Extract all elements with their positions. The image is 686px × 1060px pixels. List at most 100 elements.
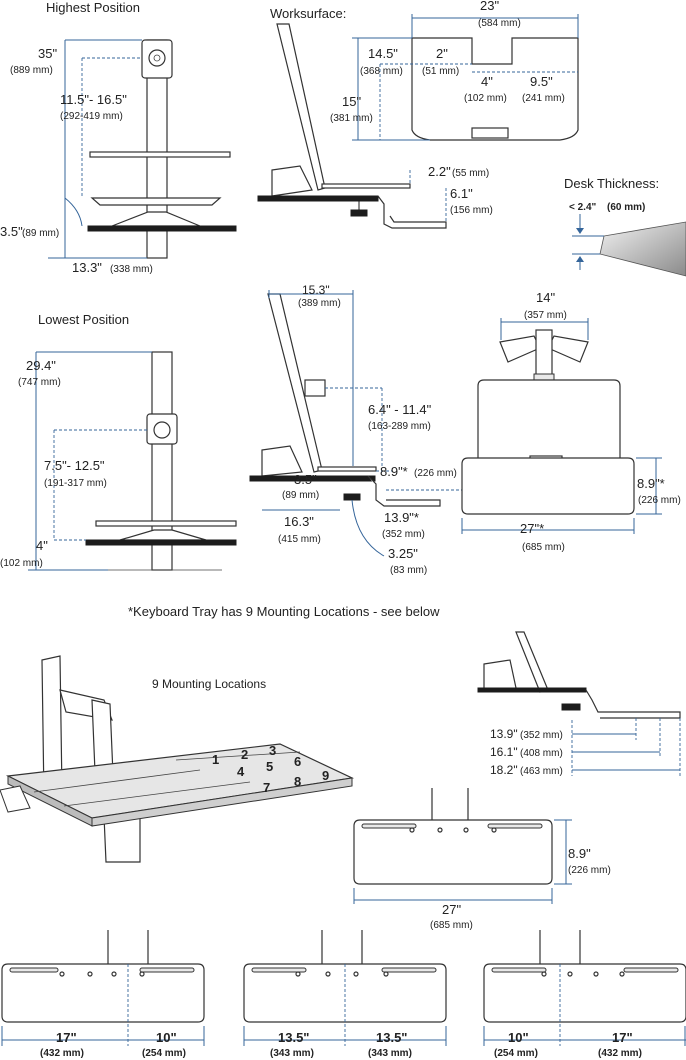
desk-top bbox=[85, 539, 237, 546]
side-tray-label: 13.9"* bbox=[384, 510, 419, 525]
svg-text:(338 mm): (338 mm) bbox=[110, 264, 153, 275]
svg-text:(685 mm): (685 mm) bbox=[522, 542, 565, 553]
svg-text:(352 mm): (352 mm) bbox=[382, 529, 425, 540]
desk-side bbox=[257, 195, 379, 202]
svg-text:(89 mm): (89 mm) bbox=[282, 490, 319, 501]
svg-text:(156 mm): (156 mm) bbox=[450, 205, 493, 216]
svg-text:(389 mm): (389 mm) bbox=[298, 298, 341, 309]
desk-side bbox=[477, 687, 587, 693]
split1-left-label: 17" bbox=[56, 1030, 77, 1045]
worksurface-side bbox=[321, 183, 411, 189]
keyboard-note: *Keyboard Tray has 9 Mounting Locations … bbox=[128, 604, 440, 619]
svg-text:(254 mm): (254 mm) bbox=[494, 1048, 538, 1059]
highest-base-label: 3.5" bbox=[0, 224, 23, 239]
svg-text:(241 mm): (241 mm) bbox=[522, 93, 565, 104]
location-7: 7 bbox=[263, 780, 270, 795]
svg-text:(226 mm): (226 mm) bbox=[568, 865, 611, 876]
monitor-mount-side bbox=[304, 379, 326, 397]
monitor-arm-right bbox=[547, 335, 589, 363]
svg-text:(463 mm): (463 mm) bbox=[520, 766, 563, 777]
split3-left-label: 10" bbox=[508, 1030, 529, 1045]
monitor-side bbox=[515, 631, 549, 693]
svg-text:(432 mm): (432 mm) bbox=[40, 1048, 84, 1059]
svg-text:(163-289 mm): (163-289 mm) bbox=[368, 421, 431, 432]
ws-depth-label: 14.5" bbox=[368, 46, 398, 61]
worksurface-outline bbox=[411, 37, 579, 141]
location-2: 2 bbox=[241, 747, 248, 762]
svg-text:(60 mm): (60 mm) bbox=[607, 202, 645, 213]
monitor-side bbox=[276, 23, 326, 191]
split1-right-label: 10" bbox=[156, 1030, 177, 1045]
side-depth-label: 15.3" bbox=[302, 283, 330, 297]
desk-slab bbox=[599, 221, 686, 277]
drop-label: 6.1" bbox=[450, 186, 473, 201]
svg-text:(343 mm): (343 mm) bbox=[368, 1048, 412, 1059]
base-side bbox=[483, 659, 517, 691]
keyboard-tray bbox=[90, 197, 222, 206]
ws-notch-label: 4" bbox=[481, 74, 493, 89]
front-worksurface bbox=[477, 379, 621, 463]
tray-bracket bbox=[585, 689, 681, 719]
svg-text:(584 mm): (584 mm) bbox=[478, 18, 521, 29]
front-view: 14" (357 mm) 8.9"* (226 mm) 27"* (685 mm… bbox=[461, 290, 681, 553]
lowest-position-view: Lowest Position 29.4" (747 mm) 7.5"- 12.… bbox=[0, 312, 237, 571]
location-3: 3 bbox=[269, 743, 276, 758]
worksurface-top-view: 23" (584 mm) 14.5" (368 mm) 2" (51 mm) 1… bbox=[330, 0, 579, 141]
tray-depth-3-label: 18.2" bbox=[490, 763, 518, 777]
tray-top-width-label: 27" bbox=[442, 902, 461, 917]
location-1: 1 bbox=[212, 752, 219, 767]
svg-text:(102 mm): (102 mm) bbox=[464, 93, 507, 104]
mount-knob bbox=[153, 421, 171, 439]
worksurface-side bbox=[317, 466, 377, 472]
front-tray-height-label: 8.9"* bbox=[637, 476, 665, 491]
lowest-base-label: 4" bbox=[36, 538, 48, 553]
ws-side-label: 9.5" bbox=[530, 74, 553, 89]
svg-text:(357 mm): (357 mm) bbox=[524, 310, 567, 321]
offset-label: 2.2" bbox=[428, 164, 451, 179]
svg-text:(343 mm): (343 mm) bbox=[270, 1048, 314, 1059]
worksurface-title: Worksurface: bbox=[270, 6, 346, 21]
desk-side bbox=[249, 475, 376, 482]
ws-width-label: 23" bbox=[480, 0, 499, 13]
worksurface bbox=[89, 151, 231, 158]
nine-locations-title: 9 Mounting Locations bbox=[152, 677, 266, 691]
tray-top-height-label: 8.9" bbox=[568, 846, 591, 861]
tray-arm bbox=[111, 211, 201, 227]
tray-top-view: 8.9" (226 mm) 27" (685 mm) bbox=[353, 788, 611, 931]
base-side bbox=[261, 445, 303, 477]
mount-knob bbox=[148, 49, 166, 67]
svg-text:(415 mm): (415 mm) bbox=[278, 534, 321, 545]
tray-outline bbox=[1, 963, 205, 1023]
svg-text:(226 mm): (226 mm) bbox=[414, 468, 457, 479]
lowest-position-title: Lowest Position bbox=[38, 312, 129, 327]
lowest-total-label: 29.4" bbox=[26, 358, 56, 373]
tray-side-view: 13.9" (352 mm) 16.1" (408 mm) 18.2" (463… bbox=[477, 631, 681, 777]
location-6: 6 bbox=[294, 754, 301, 769]
tray-split-2: 13.5" (343 mm) 13.5" (343 mm) bbox=[243, 930, 447, 1059]
front-width-label: 14" bbox=[536, 290, 555, 305]
svg-text:(352 mm): (352 mm) bbox=[520, 730, 563, 741]
location-8: 8 bbox=[294, 774, 301, 789]
svg-text:(381 mm): (381 mm) bbox=[330, 113, 373, 124]
highest-position-title: Highest Position bbox=[46, 0, 140, 15]
split3-right-label: 17" bbox=[612, 1030, 633, 1045]
tray-split-1: 17" (432 mm) 10" (254 mm) bbox=[1, 930, 205, 1059]
svg-text:(55 mm): (55 mm) bbox=[452, 168, 489, 179]
svg-text:(432 mm): (432 mm) bbox=[598, 1048, 642, 1059]
tray-depth-1-label: 13.9" bbox=[490, 727, 518, 741]
svg-text:(889 mm): (889 mm) bbox=[10, 65, 53, 76]
svg-text:(89 mm): (89 mm) bbox=[22, 228, 59, 239]
side-reach-label: 16.3" bbox=[284, 514, 314, 529]
side-clamp-label: 3.5" bbox=[294, 472, 317, 487]
lowest-range-label: 7.5"- 12.5" bbox=[44, 458, 105, 473]
front-tray-width-label: 27"* bbox=[520, 521, 544, 536]
tray-depth-2-label: 16.1" bbox=[490, 745, 518, 759]
tray-arm bbox=[119, 529, 207, 541]
svg-text:(368 mm): (368 mm) bbox=[360, 66, 403, 77]
highest-range-label: 11.5"- 16.5" bbox=[60, 92, 127, 107]
split2-left-label: 13.5" bbox=[278, 1030, 309, 1045]
svg-text:(747 mm): (747 mm) bbox=[18, 377, 61, 388]
location-9: 9 bbox=[322, 768, 329, 783]
front-keyboard-tray bbox=[461, 457, 635, 515]
svg-text:(254 mm): (254 mm) bbox=[142, 1048, 186, 1059]
